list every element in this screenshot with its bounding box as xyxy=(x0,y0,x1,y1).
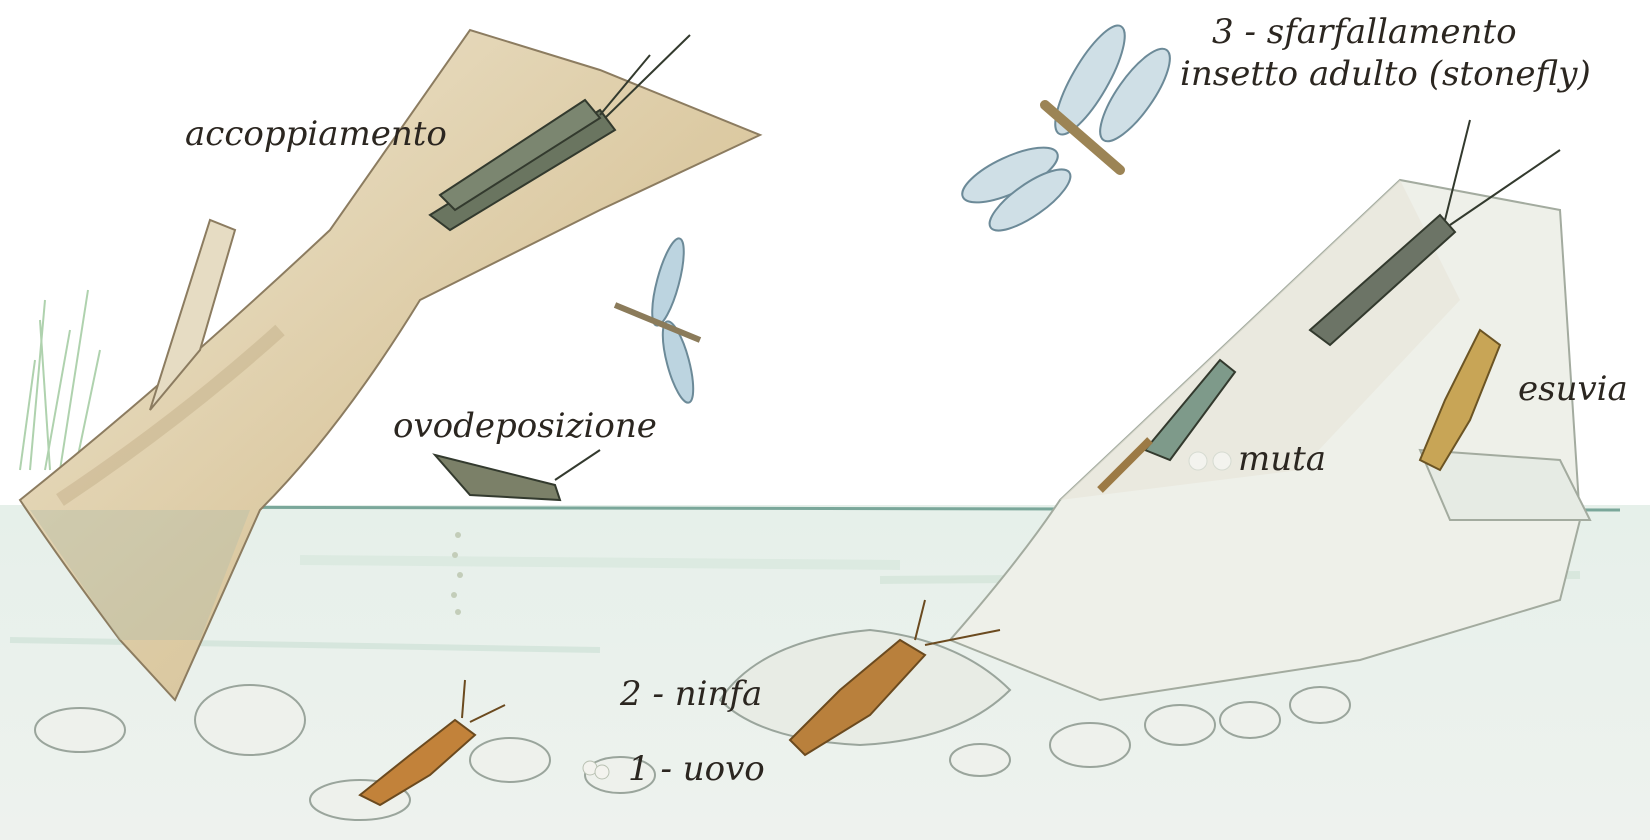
label-nymph: 2 - ninfa xyxy=(620,675,762,714)
label-egg-laying: ovodeposizione xyxy=(393,407,657,446)
label-mating: accoppiamento xyxy=(185,115,447,154)
label-exuvia: esuvia xyxy=(1518,370,1628,409)
label-molt: muta xyxy=(1238,440,1326,479)
label-emergence: 3 - sfarfallamento xyxy=(1212,13,1517,52)
label-egg: 1 - uovo xyxy=(628,750,765,789)
label-adult: insetto adulto (stonefly) xyxy=(1180,55,1591,94)
